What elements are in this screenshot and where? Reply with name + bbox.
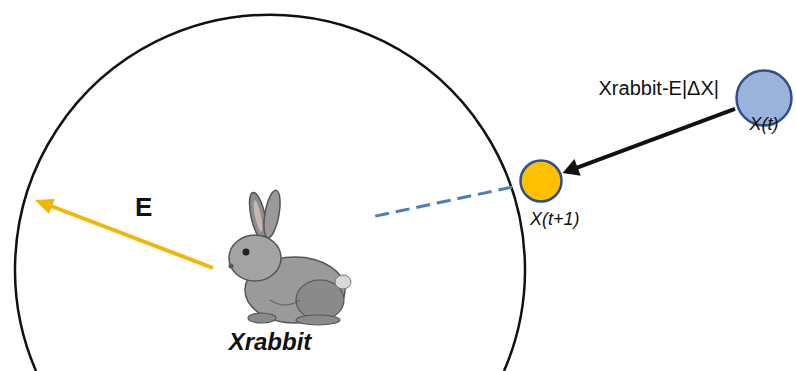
yellow-arrow (35, 199, 213, 268)
range-arc (15, 15, 525, 371)
arrow-line (563, 109, 735, 176)
position-circle: X(t+1) (519, 159, 563, 203)
dashed-line (375, 186, 517, 216)
vector-label: E (135, 192, 152, 223)
rabbit-illustration (229, 189, 352, 325)
node-label: Xrabbit (229, 328, 312, 356)
node-label: X(t+1) (530, 209, 580, 230)
node-label: X(t) (750, 114, 779, 135)
rabbit-node: Xrabbit (200, 190, 340, 360)
circle-outline (519, 159, 563, 203)
position-circle: X(t) (735, 69, 793, 127)
edge-label: Xrabbit-E|ΔX| (599, 77, 719, 100)
